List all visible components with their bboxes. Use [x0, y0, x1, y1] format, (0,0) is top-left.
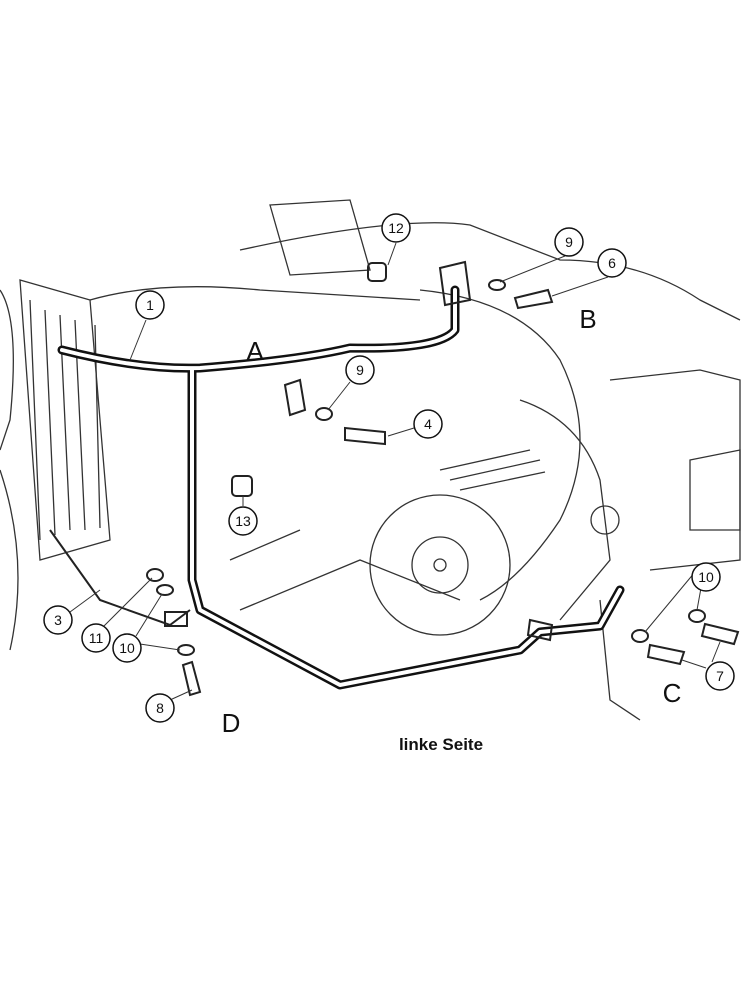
motorcycle-outline: [0, 199, 741, 721]
svg-text:11: 11: [89, 630, 104, 646]
svg-text:10: 10: [698, 569, 714, 585]
section-letter-c: C: [663, 678, 682, 708]
svg-text:9: 9: [356, 362, 364, 378]
callout-10-left: 10: [112, 633, 142, 663]
svg-text:10: 10: [119, 640, 135, 656]
callout-7-lower: 7: [705, 661, 735, 691]
svg-text:1: 1: [146, 297, 154, 313]
caption: linke Seite: [399, 735, 483, 754]
callout-4: 4: [413, 409, 443, 439]
section-letter-a: A: [246, 336, 264, 366]
callout-3: 3: [43, 605, 73, 635]
svg-text:7: 7: [716, 668, 724, 684]
callout-1: 1: [135, 290, 165, 320]
leader-lines: [69, 242, 721, 701]
callout-10-right: 10: [691, 562, 721, 592]
hardware-parts: [146, 262, 740, 697]
svg-text:8: 8: [156, 700, 164, 716]
crash-bar: [49, 260, 625, 690]
svg-text:9: 9: [565, 234, 573, 250]
callout-8: 8: [145, 693, 175, 723]
callout-6: 6: [597, 248, 627, 278]
section-letter-b: B: [579, 304, 596, 334]
callout-9-mid: 9: [345, 355, 375, 385]
callout-9-top: 9: [554, 227, 584, 257]
svg-text:13: 13: [235, 513, 251, 529]
callout-11: 11: [81, 623, 111, 653]
callout-13: 13: [228, 506, 258, 536]
section-letter-d: D: [222, 708, 241, 738]
svg-text:6: 6: [608, 255, 616, 271]
svg-text:4: 4: [424, 416, 432, 432]
svg-text:12: 12: [388, 220, 404, 236]
callout-12: 12: [381, 213, 411, 243]
svg-text:3: 3: [54, 612, 62, 628]
